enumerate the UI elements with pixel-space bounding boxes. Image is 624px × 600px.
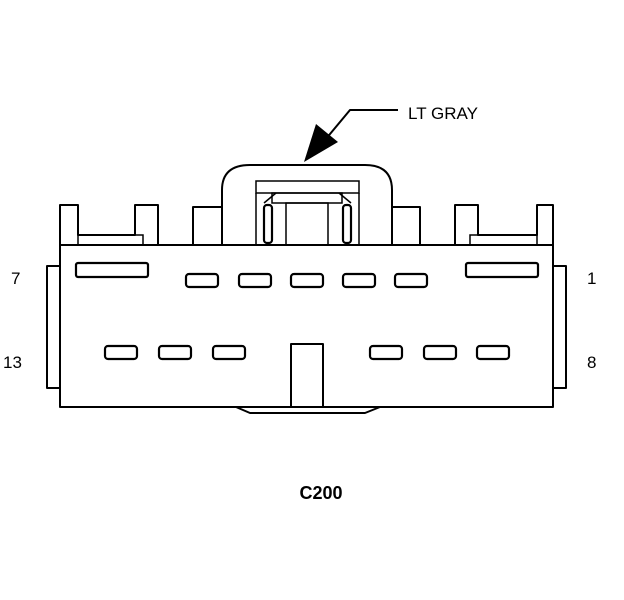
cavity-7	[74, 261, 150, 279]
pin-label-7: 7	[11, 269, 20, 288]
pin-label-1: 1	[587, 269, 596, 288]
color-label: LT GRAY	[408, 104, 478, 123]
leader-arrowhead	[304, 124, 338, 162]
latch-slot-left	[262, 203, 274, 245]
cavity-row-bottom	[103, 344, 511, 361]
center-key	[290, 343, 324, 408]
cavity-3	[341, 272, 377, 289]
color-leader	[304, 109, 398, 162]
cavity-1	[464, 261, 540, 279]
cavity-13	[103, 344, 139, 361]
cavity-9	[422, 344, 458, 361]
cavity-8	[475, 344, 511, 361]
cavity-2	[393, 272, 429, 289]
connector-id: C200	[299, 483, 342, 503]
cavity-12	[157, 344, 193, 361]
pin-label-13: 13	[3, 353, 22, 372]
pin-label-8: 8	[587, 353, 596, 372]
latch-slot-right	[341, 203, 353, 245]
cavity-5	[237, 272, 273, 289]
bottom-tab	[235, 406, 381, 414]
cavity-11	[211, 344, 247, 361]
side-rail-left	[46, 265, 60, 389]
connector-latch	[221, 164, 393, 246]
connector-top-profile	[59, 204, 554, 246]
side-rail-right	[553, 265, 567, 389]
cavity-4	[289, 272, 325, 289]
cavity-row-top	[74, 261, 540, 289]
cavity-6	[184, 272, 220, 289]
cavity-10	[368, 344, 404, 361]
